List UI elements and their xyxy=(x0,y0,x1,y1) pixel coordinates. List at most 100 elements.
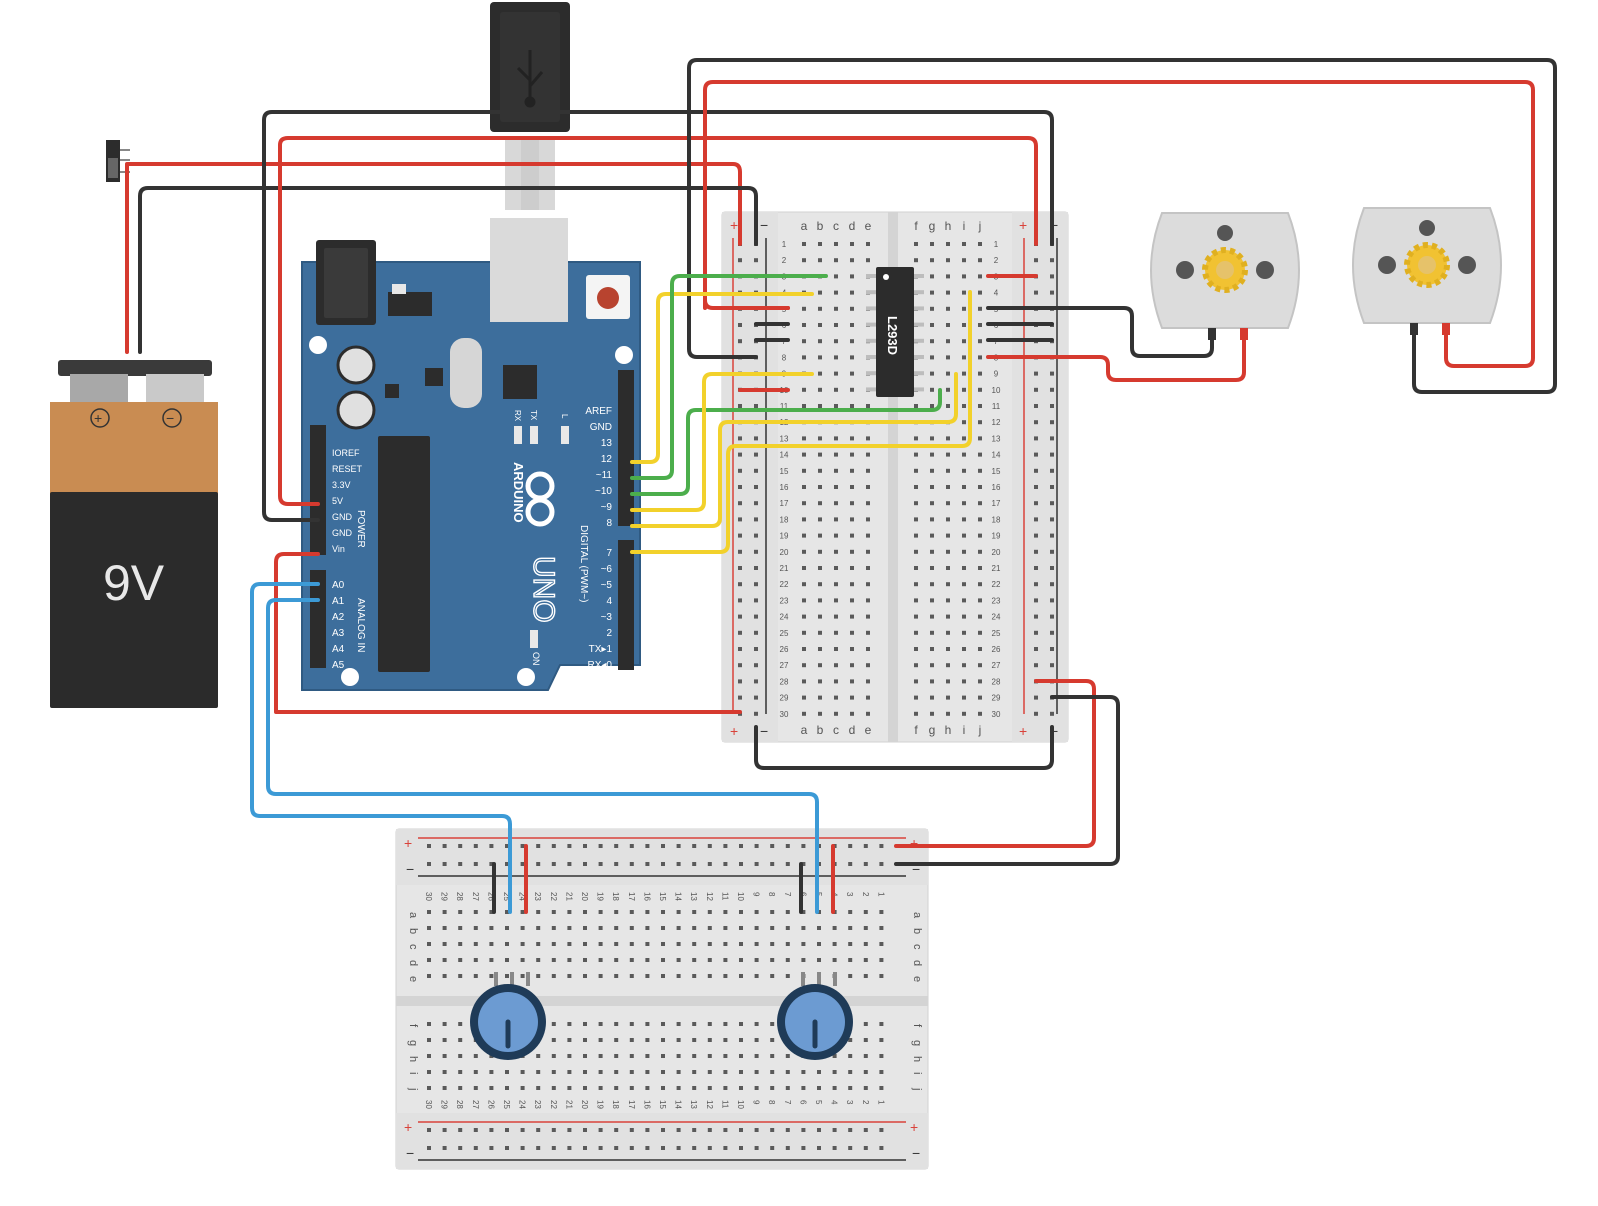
row-number-right: 18 xyxy=(992,515,1001,524)
ic-pin xyxy=(914,322,924,327)
bb-bottom-minus-br: − xyxy=(912,1145,920,1161)
wire-rail-black-bottom[interactable] xyxy=(894,695,1120,866)
col-number-bottom: 24 xyxy=(518,1100,527,1109)
slide-switch[interactable] xyxy=(106,140,130,182)
row-number-right: 15 xyxy=(992,467,1001,476)
row-label-right: a xyxy=(911,912,923,919)
row-number-left: 1 xyxy=(782,240,787,249)
row-number-left: 17 xyxy=(780,499,789,508)
bb-bottom-minus-tl: − xyxy=(406,861,414,877)
col-number-bottom: 2 xyxy=(861,1100,870,1105)
wire-motor2-black[interactable] xyxy=(687,58,1557,394)
col-number-bottom: 12 xyxy=(705,1100,714,1109)
motor-2[interactable] xyxy=(1352,207,1502,335)
col-number-top: 18 xyxy=(611,892,620,901)
wire-pin10-green[interactable] xyxy=(630,388,942,496)
row-label-left: d xyxy=(407,960,419,966)
analog-pin-label: A1 xyxy=(332,596,345,607)
header-power[interactable] xyxy=(310,425,326,555)
row-number-right: 24 xyxy=(992,613,1001,622)
col-number-bottom: 15 xyxy=(658,1100,667,1109)
col-number-bottom: 13 xyxy=(689,1100,698,1109)
header-digital-top[interactable] xyxy=(618,370,634,526)
wire-pin11-green[interactable] xyxy=(630,274,828,480)
row-number-left: 8 xyxy=(782,353,787,362)
breadboard-bottom[interactable]: + − + − + − + − 303029292828272726262525… xyxy=(395,828,929,1170)
motor-1[interactable] xyxy=(1150,212,1300,340)
row-number-right: 10 xyxy=(992,386,1001,395)
wire-red-ic-9[interactable] xyxy=(703,298,790,310)
digital-pin-label: AREF xyxy=(585,406,612,417)
ic-l293d[interactable]: L293D xyxy=(866,267,924,397)
reset-button[interactable] xyxy=(597,287,619,309)
row-number-left: 21 xyxy=(780,564,789,573)
wire-pin9-yellow[interactable] xyxy=(630,372,814,512)
analog-pin-label: A5 xyxy=(332,660,345,671)
row-number-right: 28 xyxy=(992,677,1001,686)
wire-battery-black[interactable] xyxy=(138,186,758,354)
ic-pin xyxy=(914,355,924,359)
arduino-uno[interactable]: ARDUINO UNO ON RX TX L POWER ANALOG IN D… xyxy=(301,218,641,691)
col-label-bottom: i xyxy=(963,723,966,737)
row-number-left: 16 xyxy=(780,483,789,492)
col-number-bottom: 23 xyxy=(533,1100,542,1109)
row-number-right: 21 xyxy=(992,564,1001,573)
wire-pin7-yellow[interactable] xyxy=(630,290,972,554)
col-number-top: 9 xyxy=(752,892,761,897)
wire-motor1-red[interactable] xyxy=(986,338,1246,382)
col-number-top: 1 xyxy=(876,892,885,897)
row-number-left: 14 xyxy=(780,451,789,460)
battery-9v[interactable]: + − 9V xyxy=(50,360,218,708)
wire-pin8-yellow[interactable] xyxy=(630,372,958,528)
ic-pin xyxy=(866,290,876,295)
power-pin-label: Vin xyxy=(332,544,345,554)
digital-pin-label: ~11 xyxy=(596,470,613,481)
bb-bottom-minus-tr: − xyxy=(912,861,920,877)
usb-cable[interactable] xyxy=(490,2,570,210)
row-number-right: 19 xyxy=(992,532,1001,541)
col-number-top: 22 xyxy=(549,892,558,901)
col-number-top: 7 xyxy=(783,892,792,897)
led-rx xyxy=(514,426,522,444)
wire-arduino-vin[interactable] xyxy=(274,552,742,714)
wire-a0-blue[interactable] xyxy=(250,582,512,914)
bb-bottom-plus-tr: + xyxy=(910,835,918,851)
ic-pin xyxy=(866,322,876,327)
row-label-right: e xyxy=(911,976,923,982)
bb-bottom-plus-bl: + xyxy=(404,1119,412,1135)
wires xyxy=(125,58,1557,914)
row-number-right: 30 xyxy=(992,710,1001,719)
potentiometer-1[interactable] xyxy=(470,972,546,1060)
power-pin-label: 3.3V xyxy=(332,480,351,490)
col-number-bottom: 3 xyxy=(845,1100,854,1105)
row-number-right: 1 xyxy=(994,240,999,249)
digital-title: DIGITAL (PWM~) xyxy=(578,525,589,603)
wire-battery-red[interactable] xyxy=(125,162,742,354)
wire-pin12-yellow[interactable] xyxy=(630,292,814,464)
wire-arduino-5v[interactable] xyxy=(278,136,1038,506)
wire-a1-blue[interactable] xyxy=(266,598,819,914)
ic-label: L293D xyxy=(885,316,900,355)
wire-arduino-gnd[interactable] xyxy=(262,110,1054,522)
row-number-right: 9 xyxy=(994,370,999,379)
col-number-bottom: 21 xyxy=(564,1100,573,1109)
col-number-top: 25 xyxy=(502,892,511,901)
analog-pin-label: A2 xyxy=(332,612,345,623)
col-number-bottom: 9 xyxy=(752,1100,761,1105)
digital-pin-label: RX◂0 xyxy=(588,660,613,671)
wire-rail-red-bottom[interactable] xyxy=(894,679,1096,848)
row-label-right: b xyxy=(911,928,923,934)
header-analog[interactable] xyxy=(310,570,326,668)
power-pin-label: RESET xyxy=(332,464,363,474)
wire-motor1-black[interactable] xyxy=(986,306,1214,358)
col-label-top: h xyxy=(945,219,952,233)
col-label-top: d xyxy=(849,219,856,233)
bb-main-plus-tr: + xyxy=(1019,217,1027,233)
row-number-left: 13 xyxy=(780,434,789,443)
header-digital-bottom[interactable] xyxy=(618,540,634,670)
potentiometer-2[interactable] xyxy=(777,972,853,1060)
led-l-label: L xyxy=(560,414,569,419)
usb-icon xyxy=(516,50,544,108)
col-number-bottom: 4 xyxy=(830,1100,839,1105)
